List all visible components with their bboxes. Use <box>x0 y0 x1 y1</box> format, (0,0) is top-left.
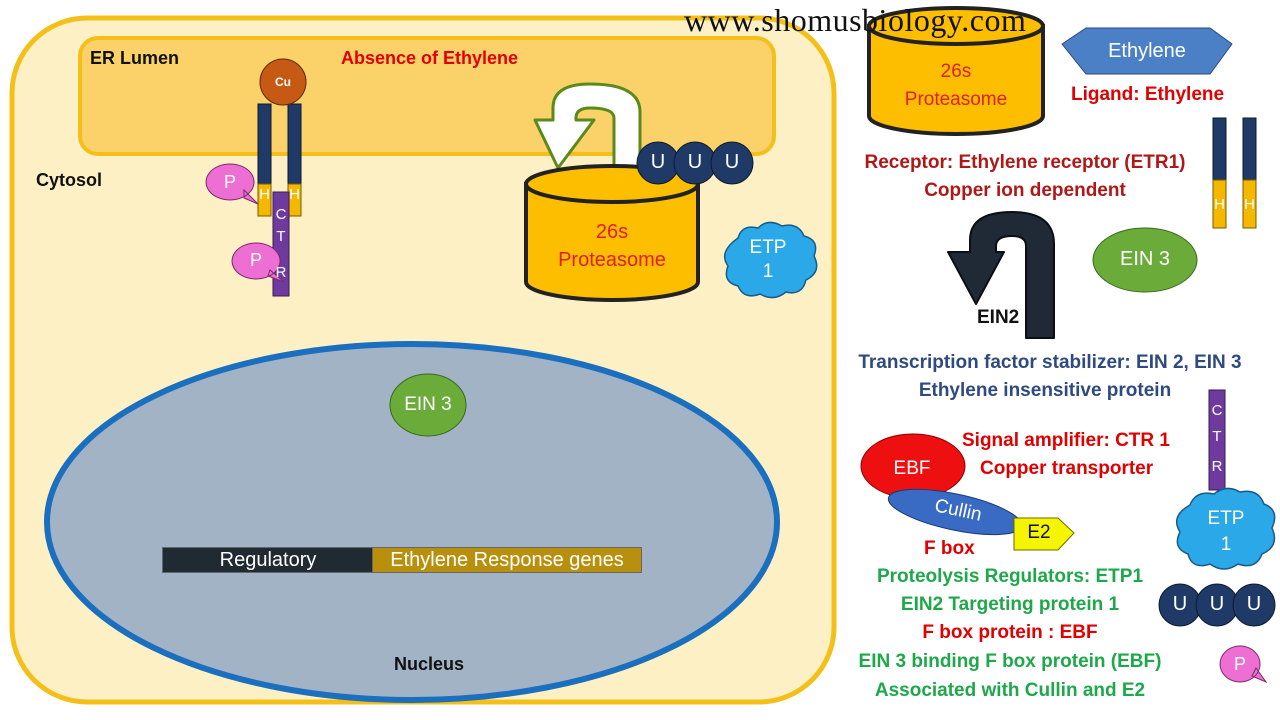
proteasome-label-line2: Proteasome <box>558 249 666 271</box>
copper-transporter-text: Copper transporter <box>980 458 1154 479</box>
targeting-text: EIN2 Targeting protein 1 <box>900 594 1120 615</box>
legend-ubiquitin-3 <box>1232 583 1276 627</box>
phosphate-upper-label: P <box>223 172 236 192</box>
gene-regulatory-region: Regulatory <box>162 547 374 573</box>
ctr-letter-r: R <box>275 264 287 281</box>
proteasome-label-line1: 26s <box>595 221 629 243</box>
ein2-arrow <box>947 211 1055 339</box>
e2-shape <box>1013 517 1075 551</box>
legend-histidine-right: H <box>1244 196 1255 213</box>
er-lumen <box>78 36 776 156</box>
nucleus-label: Nucleus <box>394 654 465 674</box>
ethylene-shape <box>1061 27 1233 75</box>
gene-response-region: Ethylene Response genes <box>372 547 642 573</box>
copper-label: Cu <box>275 75 291 89</box>
legend-ubiquitin-3-label: U <box>1246 593 1262 615</box>
ebf-label: EBF <box>893 458 931 479</box>
binding-text: EIN 3 binding F box protein (EBF) <box>858 651 1162 672</box>
ubiquitin-2-label: U <box>687 151 703 173</box>
legend-ctr <box>1208 389 1226 491</box>
diagram-title: Absence of Ethylene <box>341 48 519 68</box>
legend-ein3 <box>1092 227 1198 293</box>
legend-ctr-letter-r: R <box>1211 458 1223 475</box>
legend-receptor-right-gold <box>1242 179 1257 229</box>
ubiquitin-1-label: U <box>650 151 666 173</box>
legend-receptor-left-dark <box>1212 117 1227 181</box>
ubiquitin-3 <box>710 141 754 185</box>
proteasome-label: 26s Proteasome <box>526 218 698 274</box>
phosphate-upper <box>205 163 259 205</box>
legend-proteasome-line2: Proteasome <box>904 89 1008 110</box>
fbox-protein-text: F box protein : EBF <box>922 622 1098 643</box>
legend-receptor-right-dark <box>1242 117 1257 181</box>
ligand-text: Ligand: Ethylene <box>1071 84 1225 105</box>
proteasome-body <box>524 182 700 302</box>
proteolysis-text: Proteolysis Regulators: ETP1 <box>876 566 1144 587</box>
ein3-nucleus <box>389 373 467 437</box>
amplifier-text: Signal amplifier: CTR 1 <box>962 430 1170 451</box>
receptor-right-dark <box>287 103 302 185</box>
er-lumen-label: ER Lumen <box>90 48 180 68</box>
ethylene-label: Ethylene <box>1108 40 1186 62</box>
histidine-left-label: H <box>259 186 270 203</box>
legend-proteasome-body <box>867 24 1045 136</box>
legend-proteasome-label: 26s Proteasome <box>869 58 1043 114</box>
legend-ubiquitin-1-label: U <box>1172 593 1188 615</box>
receptor-left-gold <box>257 183 272 217</box>
histidine-right-label: H <box>289 186 300 203</box>
associated-text: Associated with Cullin and E2 <box>874 680 1146 701</box>
legend-ubiquitin-2-label: U <box>1209 593 1225 615</box>
ubiquitin-3-label: U <box>724 151 740 173</box>
receptor-text: Receptor: Ethylene receptor (ETR1) <box>864 152 1186 173</box>
fbox-label: F box <box>924 538 975 559</box>
copper-ion <box>259 58 307 106</box>
legend-ein3-label: EIN 3 <box>1119 248 1171 270</box>
legend-etp1-label: ETP 1 <box>1186 506 1266 558</box>
legend-proteasome-line1: 26s <box>940 61 972 82</box>
etp1-label-line2: 1 <box>762 261 774 282</box>
etp1-cloud <box>723 221 818 299</box>
legend-phosphate-label: P <box>1233 654 1246 674</box>
legend-phosphate <box>1219 645 1268 684</box>
legend-ctr-letter-c: C <box>1211 402 1223 419</box>
legend-receptor-left-gold <box>1212 179 1227 229</box>
ein2-label: EIN2 <box>977 307 1020 328</box>
nucleus <box>44 341 780 703</box>
stabilizer-text: Transcription factor stabilizer: EIN 2, … <box>858 352 1242 373</box>
insensitive-text: Ethylene insensitive protein <box>918 380 1172 401</box>
legend-etp1-line2: 1 <box>1220 534 1232 555</box>
ein3-nucleus-label: EIN 3 <box>404 394 452 415</box>
etp1-label: ETP 1 <box>728 236 808 284</box>
legend-ctr-letter-t: T <box>1212 428 1222 445</box>
ctr-letter-c: C <box>275 206 287 223</box>
legend-proteasome-top <box>867 6 1045 46</box>
e2-label: E2 <box>1027 522 1051 543</box>
copper-dependent-text: Copper ion dependent <box>924 180 1126 201</box>
ctr-letter-t: T <box>276 228 286 245</box>
etp1-label-line1: ETP <box>749 237 787 258</box>
watermark: www.shomusbiology.com <box>684 2 1027 38</box>
legend-etp1-line1: ETP <box>1207 508 1245 529</box>
receptor-left-dark <box>257 103 272 185</box>
legend-histidine-left: H <box>1214 196 1225 213</box>
phosphate-lower-label: P <box>249 250 262 270</box>
legend-etp1-cloud <box>1175 487 1276 570</box>
cytosol-label: Cytosol <box>36 170 103 190</box>
phosphate-lower <box>231 242 285 283</box>
